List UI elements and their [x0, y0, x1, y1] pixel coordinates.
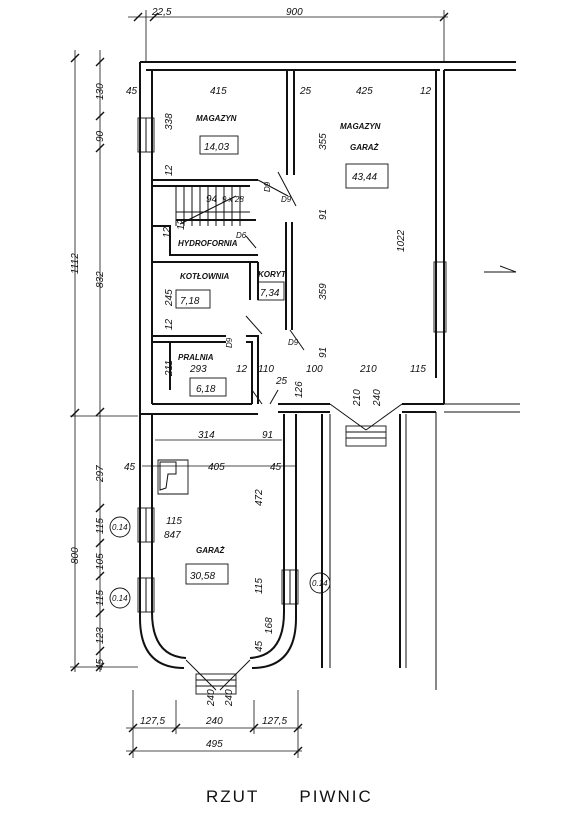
room-label-pralnia: PRALNIA: [178, 353, 214, 362]
window-markers: [109, 516, 331, 609]
dim-g-314: 314: [198, 430, 215, 441]
dim-v-1022: 1022: [396, 229, 407, 252]
dim-g-847: 847: [164, 530, 181, 541]
area-kotlownia: 7,18: [180, 296, 200, 307]
dim-row2-110: 110: [258, 364, 274, 375]
door-label-d6: D6: [236, 231, 247, 240]
dim-g-240a: 240: [206, 689, 217, 707]
dim-row2-210: 210: [359, 364, 377, 375]
dim-left-130: 130: [95, 83, 106, 100]
dim-top-b: 900: [286, 7, 303, 18]
dim-stair-210: 210: [352, 389, 363, 407]
room-label-kotlownia: KOTŁOWNIA: [180, 272, 230, 281]
dim-v-91b: 91: [318, 347, 329, 358]
dim-row2-293: 293: [189, 364, 207, 375]
dim-row2-115: 115: [410, 364, 426, 375]
dim-row-45: 45: [126, 86, 138, 97]
dim-left-115b: 115: [95, 590, 106, 606]
area-magazyn: 14,03: [204, 142, 229, 153]
area-korytarz: 7,34: [260, 288, 280, 299]
dim-left-115a: 115: [95, 518, 106, 534]
dim-g-45b: 45: [270, 462, 282, 473]
dim-row-425: 425: [356, 86, 373, 97]
dim-left-123: 123: [95, 627, 106, 644]
dim-left-832: 832: [95, 271, 106, 288]
dim-g-45a: 45: [124, 462, 136, 473]
dim-mid-12a: 12: [164, 164, 175, 176]
dim-mid-211: 211: [164, 360, 175, 377]
dim-mid-338: 338: [164, 113, 175, 130]
window-label-left-1: 0.14: [112, 523, 128, 532]
area-magazyn-garaz: 43,44: [352, 172, 377, 183]
dim-g-405: 405: [208, 462, 225, 473]
dim-left-800: 800: [70, 547, 81, 564]
door-label-d9-b: D9: [225, 337, 234, 348]
dim-v-126: 126: [294, 381, 305, 398]
dim-top-a: 22,5: [151, 7, 172, 18]
dim-row2-12: 12: [236, 364, 248, 375]
dim-left-105: 105: [95, 553, 106, 570]
dimension-lines: [70, 10, 449, 758]
dim-bot-127-5a: 127,5: [140, 716, 165, 727]
dim-left-1112: 1112: [70, 253, 81, 274]
dim-left-297: 297: [95, 465, 106, 483]
dim-row2-25: 25: [275, 376, 288, 387]
dim-row-415: 415: [210, 86, 227, 97]
room-label-korytarz: KORYT.: [258, 270, 287, 279]
stair-label: 9 x 28: [222, 195, 244, 204]
room-label-garaz: GARAŻ: [196, 546, 226, 555]
stairs: [175, 186, 256, 226]
dim-g-472: 472: [254, 489, 265, 506]
area-garaz: 30,58: [190, 571, 215, 582]
room-label-magazyn-garaz-1: MAGAZYN: [340, 122, 381, 131]
dim-v-355: 355: [318, 133, 329, 150]
room-label-hydrofornia: HYDROFORNIA: [178, 239, 238, 248]
dim-left-45: 45: [95, 658, 106, 670]
dim-mid-12b: 12: [162, 226, 173, 238]
dim-g-91: 91: [262, 430, 273, 441]
dim-hyd-12: 12: [176, 218, 187, 230]
room-label-magazyn-garaz-2: GARAŻ: [350, 143, 380, 152]
dim-g-115b: 115: [254, 578, 265, 594]
door-label-d9-a: D9: [281, 195, 292, 204]
dim-g-240b: 240: [224, 689, 235, 707]
dim-row2-100: 100: [306, 364, 323, 375]
dim-hyd-94: 94: [206, 194, 218, 205]
dim-mid-245: 245: [164, 289, 175, 307]
dim-row-25: 25: [299, 86, 312, 97]
dim-left-90: 90: [95, 130, 106, 142]
dim-g-115a: 115: [166, 516, 182, 527]
plan-title: RZUT PIWNIC: [206, 787, 373, 806]
walls: [137, 61, 520, 695]
room-label-magazyn: MAGAZYN: [196, 114, 237, 123]
window-label-left-2: 0.14: [112, 594, 128, 603]
door-label-d9-c: D9: [288, 338, 299, 347]
dim-bot-127-5b: 127,5: [262, 716, 287, 727]
dim-bot-240: 240: [205, 716, 223, 727]
dim-g-168: 168: [264, 617, 275, 634]
dim-row-12: 12: [420, 86, 432, 97]
dim-v-91a: 91: [318, 209, 329, 220]
window-label-right: 0.14: [312, 579, 328, 588]
dim-bot-495: 495: [206, 739, 223, 750]
door-label-d9-d: D9: [263, 181, 272, 192]
dim-stair-240: 240: [372, 389, 383, 407]
dim-g-45c: 45: [254, 640, 265, 652]
dim-mid-12c: 12: [164, 318, 175, 330]
area-boxes: [175, 135, 389, 585]
area-pralnia: 6,18: [196, 384, 216, 395]
dim-v-359: 359: [318, 283, 329, 300]
